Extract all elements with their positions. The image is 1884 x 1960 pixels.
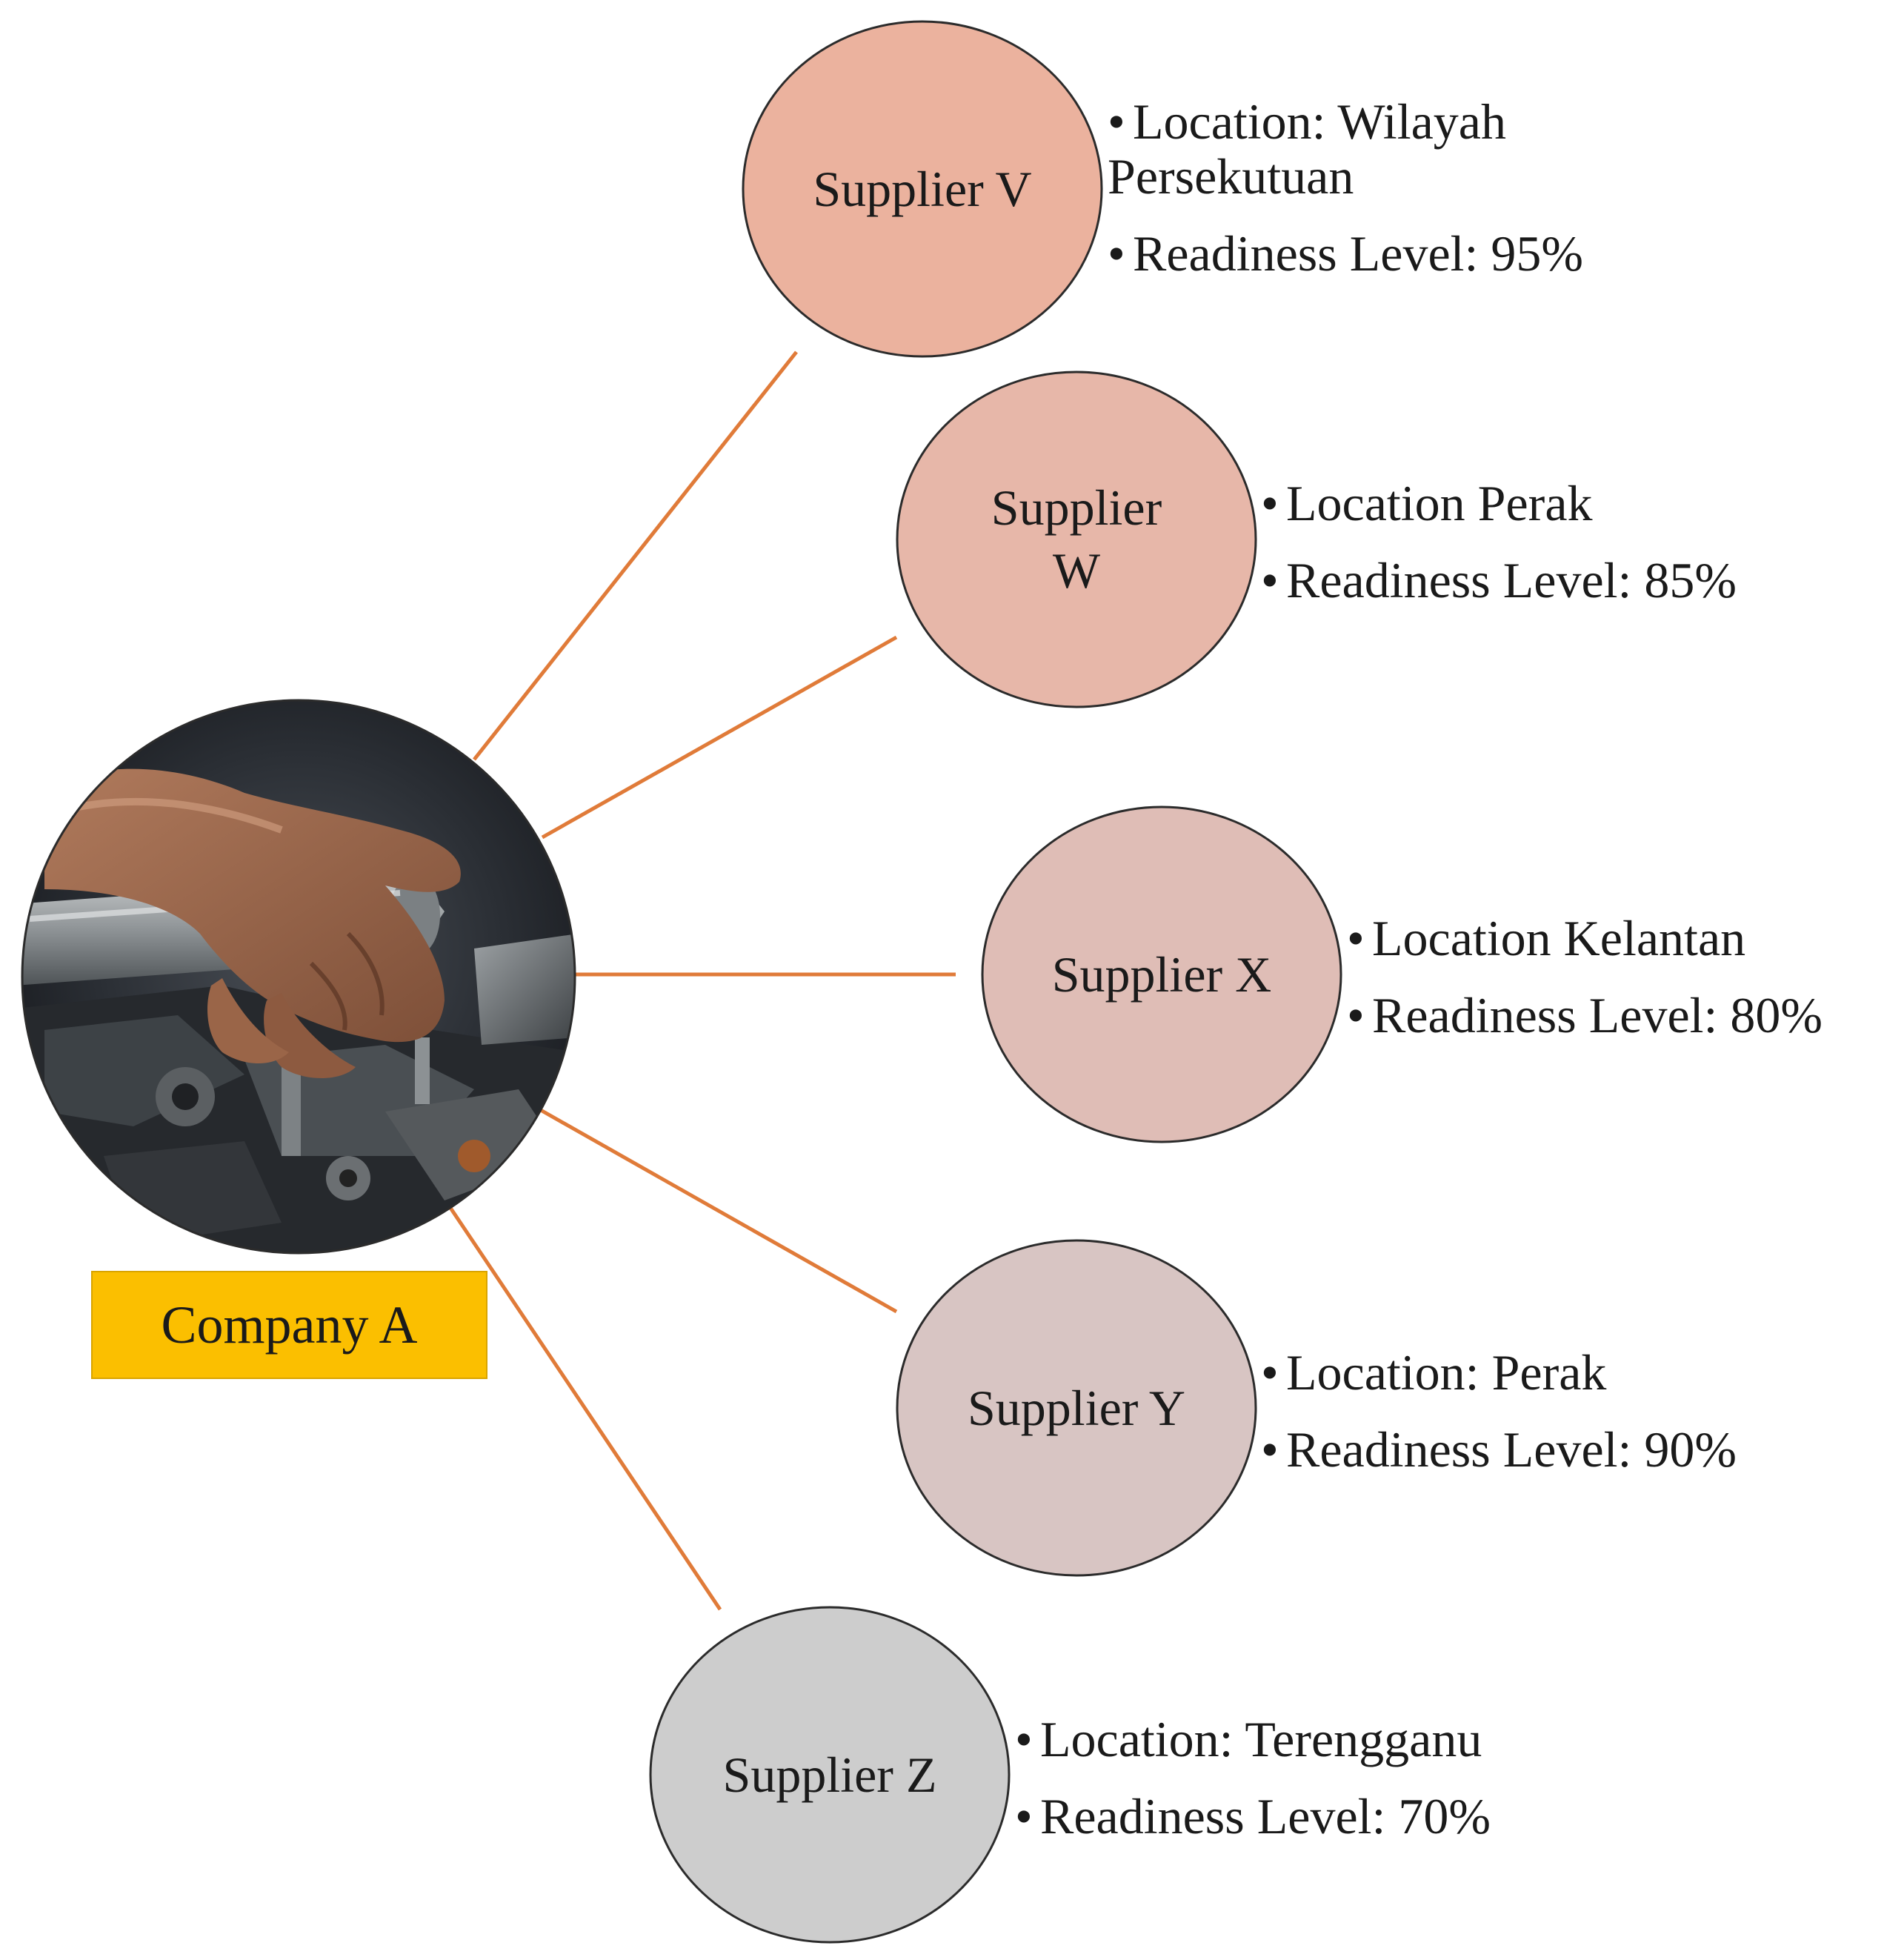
supplier-v-readiness: •Readiness Level: 95% xyxy=(1108,228,1583,279)
supplier-node-w: Supplier W xyxy=(896,371,1257,708)
supplier-z-location: •Location: Terengganu xyxy=(1015,1714,1491,1764)
supplier-w-name-line-2: W xyxy=(1053,542,1101,599)
supplier-v-name: Supplier V xyxy=(813,161,1031,217)
supplier-y-name: Supplier Y xyxy=(968,1380,1185,1436)
bullet-icon: • xyxy=(1108,225,1125,282)
company-label: Company A xyxy=(161,1295,418,1355)
supplier-v-location-continuation: Persekutuan xyxy=(1108,148,1354,205)
bullet-icon: • xyxy=(1347,987,1365,1043)
connector-line-w xyxy=(541,635,898,840)
supplier-z-info: •Location: Terengganu •Readiness Level: … xyxy=(1015,1714,1491,1841)
supplier-w-name-line-1: Supplier xyxy=(991,479,1162,536)
supplier-y-readiness: •Readiness Level: 90% xyxy=(1261,1424,1737,1475)
supplier-node-x: Supplier X xyxy=(981,805,1342,1143)
bullet-icon: • xyxy=(1261,1344,1279,1401)
bullet-icon: • xyxy=(1261,552,1279,608)
supplier-z-name: Supplier Z xyxy=(723,1747,937,1803)
supplier-w-readiness-text: Readiness Level: 85% xyxy=(1286,552,1737,608)
supplier-w-readiness: •Readiness Level: 85% xyxy=(1261,555,1737,605)
hands-repairing-engine-photo-icon xyxy=(21,699,576,1255)
company-label-box: Company A xyxy=(91,1271,487,1379)
supplier-w-location-text: Location Perak xyxy=(1286,475,1593,531)
supplier-y-location-text: Location: Perak xyxy=(1286,1344,1607,1401)
supplier-x-readiness: •Readiness Level: 80% xyxy=(1347,990,1823,1040)
supplier-w-location: •Location Perak xyxy=(1261,478,1737,528)
connector-line-v xyxy=(473,351,798,761)
bullet-icon: • xyxy=(1015,1788,1033,1844)
supplier-v-info: •Location: Wilayah Persekutuan •Readines… xyxy=(1108,96,1583,279)
supplier-x-info: •Location Kelantan •Readiness Level: 80% xyxy=(1347,913,1823,1040)
bullet-icon: • xyxy=(1015,1711,1033,1767)
supplier-x-location: •Location Kelantan xyxy=(1347,913,1823,963)
supplier-node-z: Supplier Z xyxy=(649,1606,1011,1944)
supplier-v-location-text: Location: Wilayah xyxy=(1133,93,1506,150)
connector-line-z xyxy=(448,1206,722,1611)
bullet-icon: • xyxy=(1347,910,1365,966)
supplier-y-readiness-text: Readiness Level: 90% xyxy=(1286,1421,1737,1478)
bullet-icon: • xyxy=(1261,1421,1279,1478)
supplier-x-location-text: Location Kelantan xyxy=(1372,910,1746,966)
supplier-z-location-text: Location: Terengganu xyxy=(1040,1711,1482,1767)
supplier-z-readiness: •Readiness Level: 70% xyxy=(1015,1791,1491,1841)
supplier-v-location: •Location: Wilayah Persekutuan xyxy=(1108,96,1583,202)
supplier-x-readiness-text: Readiness Level: 80% xyxy=(1372,987,1823,1043)
connector-lines xyxy=(448,351,956,1611)
supplier-w-info: •Location Perak •Readiness Level: 85% xyxy=(1261,478,1737,605)
supplier-v-readiness-text: Readiness Level: 95% xyxy=(1133,225,1584,282)
bullet-icon: • xyxy=(1108,93,1125,150)
connector-line-y xyxy=(538,1107,898,1314)
supplier-z-readiness-text: Readiness Level: 70% xyxy=(1040,1788,1491,1844)
supplier-node-y: Supplier Y xyxy=(896,1239,1257,1577)
supplier-y-location: •Location: Perak xyxy=(1261,1347,1737,1398)
supplier-node-v: Supplier V xyxy=(742,20,1103,358)
bullet-icon: • xyxy=(1261,475,1279,531)
supplier-y-info: •Location: Perak •Readiness Level: 90% xyxy=(1261,1347,1737,1475)
supplier-x-name: Supplier X xyxy=(1052,946,1272,1003)
